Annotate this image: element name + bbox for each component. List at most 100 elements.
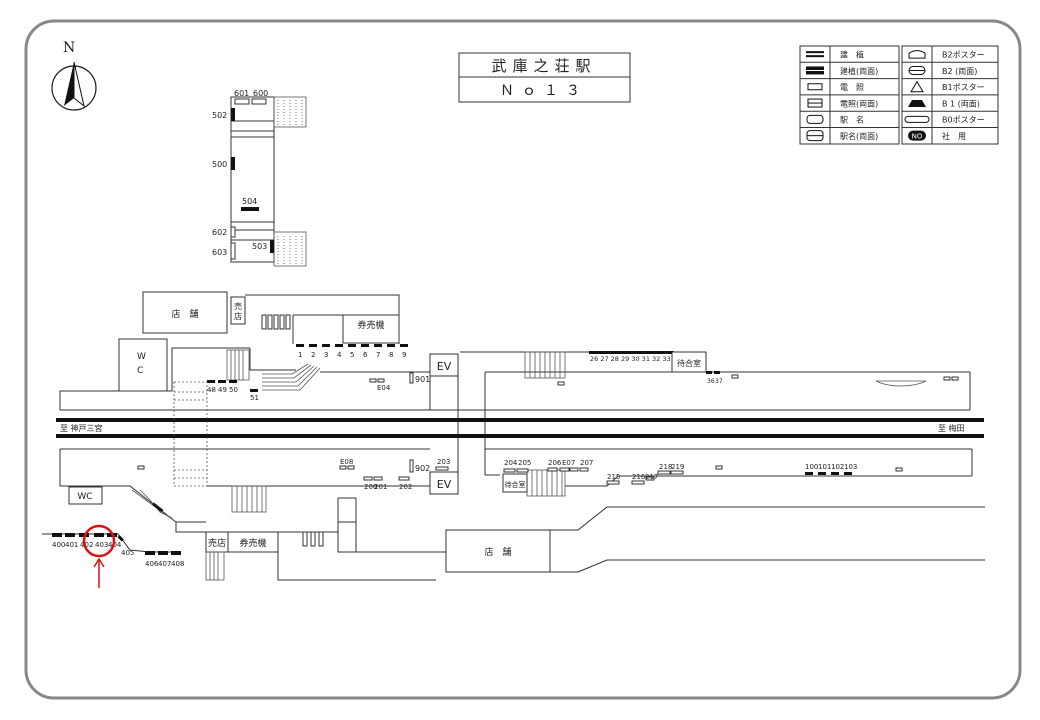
legend-label: 電照(両面)	[840, 99, 878, 108]
legend-label: B0ポスター	[942, 116, 985, 125]
legend-label: 電 照	[840, 83, 864, 92]
svg-text:405: 405	[121, 549, 134, 557]
legend-label: B2ポスター	[942, 51, 985, 60]
svg-text:37: 37	[715, 378, 723, 385]
lit-sign-icon	[807, 83, 823, 91]
svg-text:202: 202	[399, 483, 412, 491]
svg-text:203: 203	[437, 458, 450, 466]
station-number: Ｎｏ１３	[500, 83, 588, 99]
triangle-icon	[910, 80, 924, 93]
svg-text:E04: E04	[377, 384, 391, 392]
svg-text:217: 217	[645, 473, 658, 481]
svg-text:8: 8	[389, 351, 393, 359]
svg-text:219: 219	[671, 463, 684, 471]
stairs-south-exit	[205, 551, 225, 581]
svg-text:3: 3	[324, 351, 328, 359]
sign-row-1-9	[296, 344, 408, 347]
station-name-both-icon	[806, 130, 824, 142]
station-title-box: 武庫之荘駅 Ｎｏ１３	[458, 52, 631, 103]
legend-label: B 1 (両面)	[942, 99, 980, 108]
svg-text:503: 503	[252, 242, 267, 251]
legend-label: B2 (両面)	[942, 67, 977, 76]
highlight-marker	[82, 524, 116, 588]
legend-label: 建 植	[840, 50, 864, 60]
north-building: 店 舗 売店 券売機 1 2 3 4	[59, 291, 971, 475]
underpass-dashed	[173, 381, 208, 487]
svg-text:206: 206	[548, 459, 562, 467]
gate-row-top	[261, 314, 291, 330]
svg-text:403: 403	[95, 541, 108, 549]
svg-text:102: 102	[831, 463, 844, 471]
svg-text:601: 601	[234, 89, 249, 98]
svg-text:6: 6	[363, 351, 368, 359]
svg-text:103: 103	[844, 463, 857, 471]
legend-label: 駅 名	[840, 115, 864, 125]
svg-text:200: 200	[364, 483, 377, 491]
b2-both-icon	[908, 65, 926, 75]
elevator-top: EV	[437, 360, 452, 373]
svg-text:2: 2	[311, 351, 315, 359]
svg-text:500: 500	[212, 160, 227, 169]
stairs-south-left	[231, 485, 267, 513]
svg-text:51: 51	[250, 394, 259, 402]
wc-bottom: WC	[77, 492, 92, 502]
kiosk-top: 売店	[234, 301, 242, 321]
elevator-bottom: EV	[437, 478, 452, 491]
railway-tracks: 至 神戸三宮 至 梅田	[56, 418, 984, 438]
svg-text:36: 36	[707, 378, 715, 385]
ramp-south	[131, 489, 177, 523]
station-title: 武庫之荘駅	[491, 57, 596, 75]
shop-top: 店 舗	[171, 308, 198, 320]
ramp-north	[262, 363, 321, 391]
svg-text:9: 9	[402, 351, 406, 359]
company-use-badge: NO	[912, 133, 923, 141]
svg-text:N: N	[63, 40, 75, 56]
lit-sign-both-icon	[807, 98, 823, 108]
stairs-north-left	[226, 349, 250, 381]
direction-east: 至 梅田	[938, 423, 965, 433]
highlight-circle-icon	[82, 524, 116, 558]
shop-bottom: 店 舗	[484, 546, 511, 558]
b1-both-icon	[908, 100, 926, 108]
svg-text:602: 602	[212, 228, 227, 237]
stairs-south-right	[526, 469, 566, 497]
svg-text:218: 218	[659, 463, 672, 471]
svg-text:205: 205	[518, 459, 531, 467]
double-bar-icon	[806, 51, 824, 58]
north-concourse: 601 600 502 500 504 602 603 503	[212, 89, 307, 267]
svg-text:49: 49	[218, 386, 227, 394]
svg-text:216: 216	[632, 473, 646, 481]
svg-text:402: 402	[80, 541, 93, 549]
svg-text:902: 902	[415, 464, 430, 473]
b0-poster-icon	[904, 115, 930, 123]
svg-text:207: 207	[580, 459, 593, 467]
svg-text:408: 408	[171, 560, 184, 568]
svg-text:502: 502	[212, 111, 227, 120]
svg-text:5: 5	[350, 351, 354, 359]
svg-text:48: 48	[207, 386, 216, 394]
waiting-room-top: 待合室	[677, 358, 701, 368]
svg-text:215: 215	[607, 473, 620, 481]
svg-text:101: 101	[818, 463, 831, 471]
kiosk-bottom: 売店	[208, 537, 226, 549]
southwest-signs: 400 401 402 403 404 405 406 407 408	[42, 533, 184, 568]
svg-text:100: 100	[805, 463, 818, 471]
south-building: 売店 券売機 店 舗	[175, 497, 985, 581]
b2-poster-icon	[908, 50, 926, 59]
svg-text:400: 400	[52, 541, 65, 549]
ticket-machine-top: 券売機	[357, 319, 384, 331]
direction-west: 至 神戸三宮	[60, 423, 103, 433]
svg-text:406: 406	[145, 560, 159, 568]
sign-row-26-34	[589, 351, 674, 354]
svg-text:504: 504	[242, 197, 257, 206]
svg-text:E07: E07	[562, 459, 575, 467]
svg-text:26 27 28 29 30 31 32 33 34: 26 27 28 29 30 31 32 33 34	[590, 355, 681, 363]
svg-text:404: 404	[108, 541, 122, 549]
station-name-icon	[806, 114, 824, 124]
legend-label: B1ポスター	[942, 83, 985, 92]
svg-text:401: 401	[65, 541, 78, 549]
ticket-machine-bottom: 券売機	[239, 537, 266, 549]
